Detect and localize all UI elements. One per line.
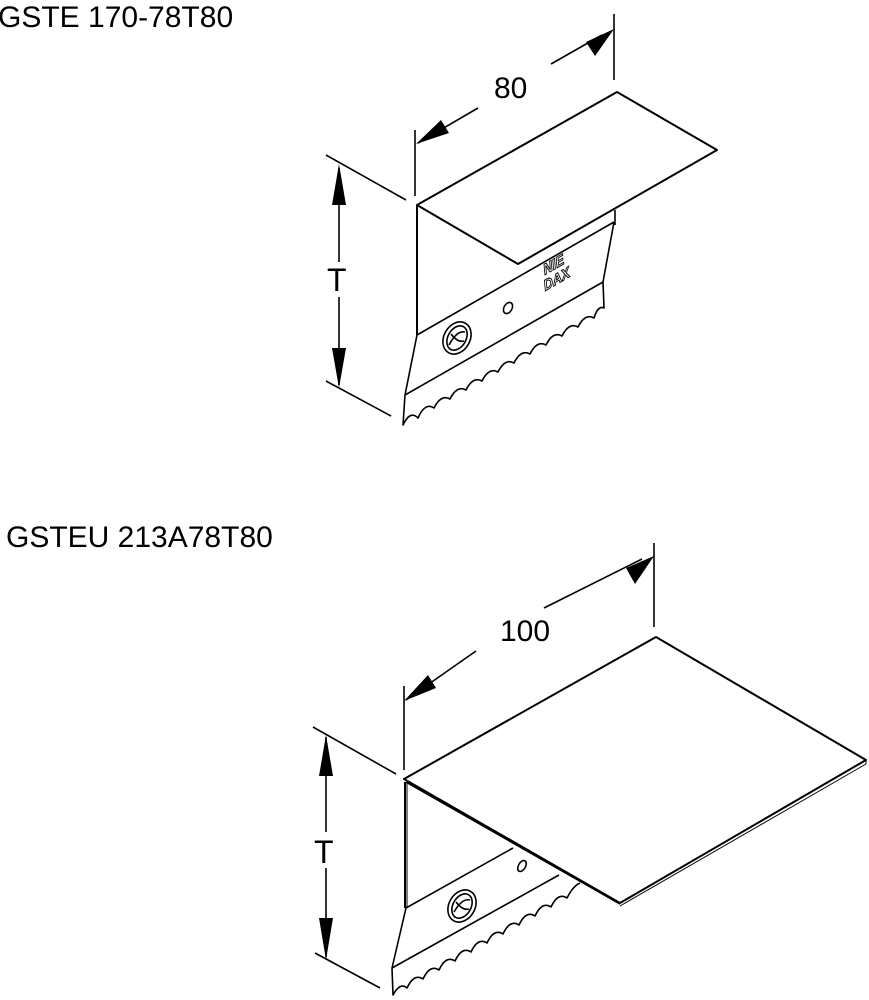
part-number-label-top: GSTE 170-78T80: [0, 1, 234, 34]
dimension-label-height-bottom: T: [314, 834, 334, 870]
hole-icon: [502, 301, 514, 315]
bend-line-lower: [391, 874, 560, 969]
web-top-diagonal: [405, 781, 621, 905]
height-ext-bottom: [325, 380, 392, 417]
top-flange: [403, 636, 867, 904]
dimension-arrow-T: [332, 164, 346, 388]
screw-icon: [442, 321, 472, 355]
web-bend-left: [404, 334, 418, 396]
niedax-logo-icon: NIE DAX: [541, 251, 573, 296]
height-ext-top: [312, 726, 397, 775]
serrated-edge: [391, 882, 581, 996]
serrated-edge: [402, 281, 605, 426]
bend-line-upper: [405, 847, 514, 909]
dimension-arrow-80: [416, 29, 614, 144]
top-flange: [416, 91, 718, 265]
part-number-label-bottom: GSTEU 213A78T80: [6, 521, 273, 554]
bend-line-upper: [416, 221, 615, 336]
web-edge-right: [602, 221, 615, 283]
dimension-label-height-top: T: [327, 262, 347, 298]
dimension-label-width-top: 80: [494, 72, 527, 105]
dimension-arrow-T: [319, 735, 333, 960]
web-bend-left: [391, 907, 407, 969]
hole-icon: [516, 859, 528, 873]
top-clip-drawing: [325, 14, 718, 426]
height-ext-top: [325, 154, 407, 201]
bend-line-lower: [404, 281, 604, 396]
screw-icon: [447, 889, 477, 923]
bottom-clip-drawing: [312, 543, 867, 996]
dimension-label-width-bottom: 100: [500, 615, 550, 648]
height-ext-bottom: [314, 952, 381, 989]
dimension-arrow-100: [404, 556, 654, 701]
